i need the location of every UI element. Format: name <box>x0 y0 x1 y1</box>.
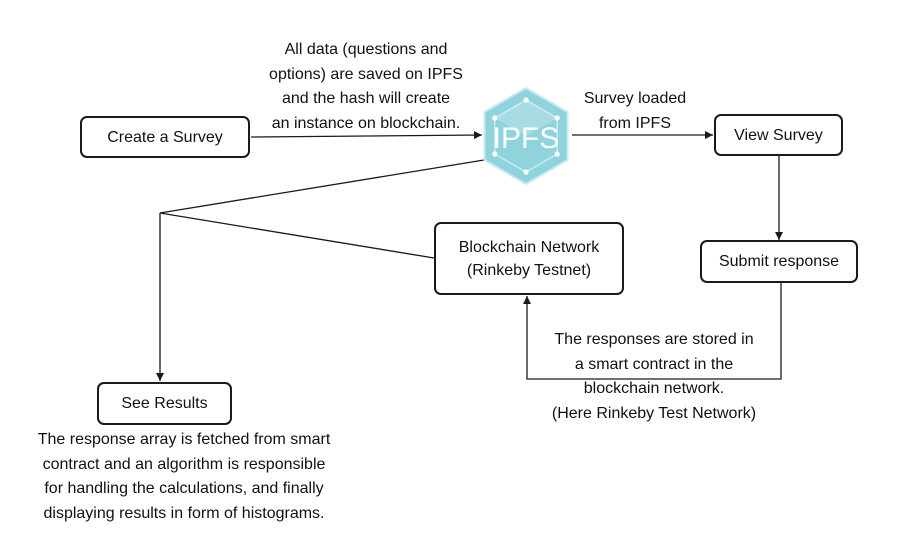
submit-response-node: Submit response <box>700 240 858 283</box>
ipfs-node-dot <box>554 115 560 121</box>
arrow-submit-to-blockchain <box>523 283 782 380</box>
line-blockchain-to-junction <box>159 212 435 259</box>
ipfs-logo-text: IPFS <box>493 122 560 155</box>
responses-stored-note-line: The responses are stored in <box>554 331 754 348</box>
results-description-line: displaying results in form of histograms… <box>43 504 325 522</box>
ipfs-node-dot <box>492 115 498 121</box>
responses-stored-note-line: a smart contract in the <box>574 355 734 373</box>
results-description-line: for handling the calculations, and final… <box>44 480 324 497</box>
ipfs-node-dot <box>523 97 529 103</box>
see-results-node: See Results <box>97 382 232 425</box>
results-description-line: The response array is fetched from smart <box>37 431 331 448</box>
create-survey-node: Create a Survey <box>80 116 250 158</box>
create-survey-label: Create a Survey <box>107 128 223 146</box>
arrow-create-to-ipfs <box>250 131 483 140</box>
results-description-note: The response array is fetched from smart… <box>17 428 351 526</box>
blockchain-network-sublabel: (Rinkeby Testnet) <box>466 261 592 279</box>
blockchain-network-node: Blockchain Network (Rinkeby Testnet) <box>434 222 624 295</box>
ipfs-save-note-line: options) are saved on IPFS <box>269 65 463 83</box>
responses-stored-note-line: (Here Rinkeby Test Network) <box>551 404 757 422</box>
ipfs-node-dot <box>554 151 560 157</box>
ipfs-cube-top-face <box>494 100 558 136</box>
responses-stored-note: The responses are stored in a smart cont… <box>531 328 777 426</box>
survey-loaded-note-line: from IPFS <box>598 114 671 132</box>
ipfs-node-dot <box>523 169 529 175</box>
responses-stored-note-line: blockchain network. <box>583 380 725 397</box>
view-survey-node: View Survey <box>714 114 843 156</box>
line-ipfs-to-junction <box>159 159 485 214</box>
ipfs-node-dot <box>492 151 498 157</box>
ipfs-save-note-line: All data (questions and <box>284 41 448 58</box>
survey-loaded-note: Survey loaded from IPFS <box>575 87 695 136</box>
ipfs-logo-icon: IPFS <box>483 86 569 186</box>
results-description-line: contract and an algorithm is responsible <box>42 455 326 473</box>
blockchain-network-label: Blockchain Network <box>458 238 600 256</box>
survey-loaded-note-line: Survey loaded <box>583 90 687 107</box>
ipfs-save-note: All data (questions and options) are sav… <box>255 38 477 136</box>
ipfs-save-note-line: an instance on blockchain. <box>271 114 461 132</box>
ipfs-save-note-line: and the hash will create <box>281 90 451 107</box>
view-survey-label: View Survey <box>734 126 823 144</box>
submit-response-label: Submit response <box>718 253 840 270</box>
see-results-label: See Results <box>121 395 208 412</box>
